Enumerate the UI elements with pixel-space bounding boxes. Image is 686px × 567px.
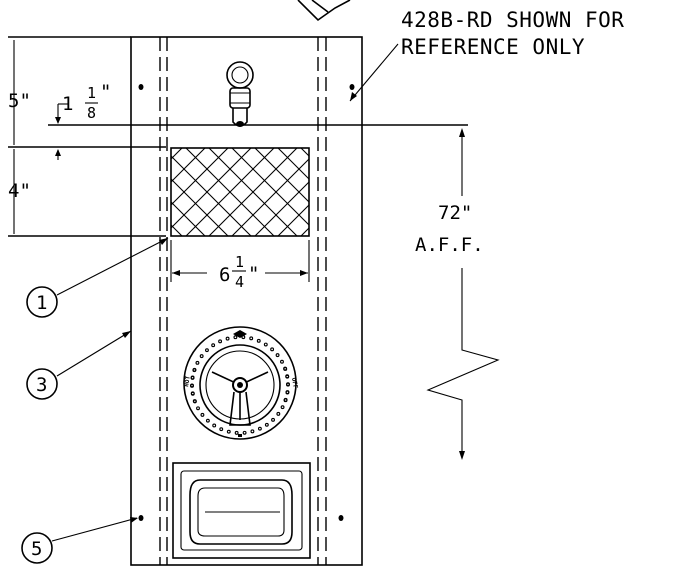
screen-grille <box>170 147 310 237</box>
note-leader <box>349 43 399 102</box>
valve-dial: HOT OFF <box>183 326 299 440</box>
callout-5-label: 5 <box>31 538 42 560</box>
callout-1-label: 1 <box>36 292 47 314</box>
callout-3: 3 <box>26 330 132 400</box>
dial-label-off: OFF <box>290 377 299 389</box>
dim-mount-height: 72" A.F.F. <box>415 128 500 460</box>
dim-5-label: 5" <box>8 90 31 112</box>
dim-screen-width-num: 1 <box>235 253 244 271</box>
callout-1: 1 <box>26 237 169 318</box>
panel-outline <box>130 36 363 566</box>
dim-head-offset-den: 8 <box>87 104 96 122</box>
note-line-2: REFERENCE ONLY <box>401 35 585 59</box>
dim-screen-width-den: 4 <box>235 273 244 291</box>
dim-head-offset-num: 1 <box>87 84 96 102</box>
svg-text:": " <box>248 263 259 285</box>
dim-mount-height-label: 72" <box>438 202 472 224</box>
dim-head-offset: 1 1 8 " <box>55 81 111 160</box>
callout-3-label: 3 <box>36 374 47 396</box>
note-line-1: 428B-RD SHOWN FOR <box>401 8 624 32</box>
dim-head-offset-whole: 1 <box>62 93 73 115</box>
callout-5: 5 <box>21 517 138 564</box>
dim-4-label: 4" <box>8 180 31 202</box>
screw-holes <box>138 84 355 521</box>
dim-screen-width: 6 1 4 " <box>170 240 310 291</box>
top-arrow-symbol <box>297 0 351 22</box>
svg-text:": " <box>100 81 111 103</box>
dim-screen-width-whole: 6 <box>219 264 230 286</box>
top-arrow-inner <box>311 0 329 13</box>
dim-mount-height-ref: A.F.F. <box>415 234 484 256</box>
receptacle <box>172 462 311 559</box>
dial-label-hot: HOT <box>183 375 192 387</box>
shower-head <box>226 61 254 127</box>
